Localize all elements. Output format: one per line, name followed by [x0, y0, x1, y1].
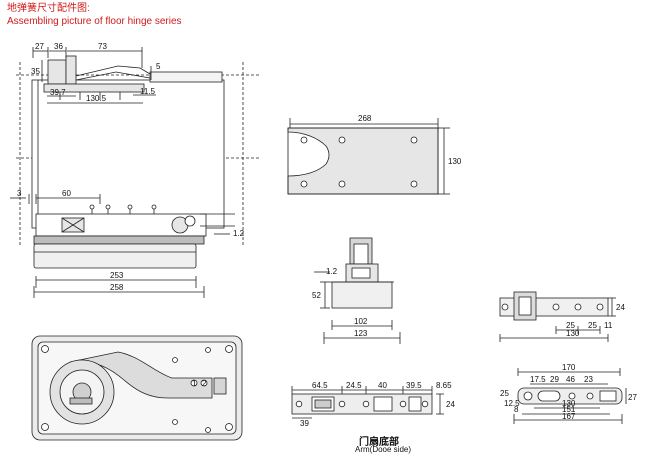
dim-1-2-bracket: 1.2: [326, 267, 338, 276]
dim-36: 36: [54, 42, 63, 51]
dim-11-5: 11.5: [140, 87, 156, 96]
dim-130-plate: 130: [448, 157, 462, 166]
dim-25-b: 25: [588, 321, 597, 330]
dim-151: 151: [562, 405, 576, 414]
label-2: 2: [202, 379, 207, 388]
cover-plate-view: [287, 118, 450, 195]
title-chinese: 地弹簧尺寸配件图:: [7, 3, 90, 14]
dim-130-top: 130: [566, 329, 580, 338]
dim-12-5: 12.5: [504, 399, 520, 408]
body-top-view: [31, 335, 243, 441]
dim-73: 73: [98, 42, 107, 51]
dim-25-a: 25: [566, 321, 575, 330]
dim-268: 268: [358, 114, 372, 123]
dim-29: 29: [550, 375, 559, 384]
dim-24-top: 24: [616, 303, 625, 312]
dim-39-5: 39.5: [406, 381, 422, 390]
caption-english: Arm(Dooe side): [355, 445, 412, 454]
dim-23: 23: [584, 375, 593, 384]
dim-24-arm: 24: [446, 400, 455, 409]
arm-plate-dims: 64.5 24.5 40 39.5 8.65 24 39: [300, 381, 455, 428]
bracket-top-dims: 24 25 25 11 130: [566, 303, 625, 338]
dim-170: 170: [562, 363, 576, 372]
bracket-top-view: [499, 291, 616, 342]
dim-130-5: 130.5: [86, 94, 107, 103]
body-top-labels: 1 2: [192, 379, 207, 388]
dim-102: 102: [354, 317, 368, 326]
dim-5: 5: [156, 62, 161, 71]
title-english: Assembling picture of floor hinge series: [7, 16, 182, 27]
dim-27: 27: [628, 393, 637, 402]
dim-130-side: 130: [562, 399, 576, 408]
bracket-front-view: [314, 237, 401, 344]
side-view-dims: 27 36 73 35 5 39.7 11.5 130.5: [31, 42, 161, 103]
dim-3: 3: [17, 189, 22, 198]
dim-39-7: 39.7: [50, 88, 66, 97]
arm-side-view: [513, 368, 627, 424]
dim-40: 40: [378, 381, 387, 390]
dim-11: 11: [604, 321, 613, 330]
dim-64-5: 64.5: [312, 381, 328, 390]
dim-258: 258: [110, 283, 124, 292]
dim-167: 167: [562, 412, 576, 421]
dim-8: 8: [514, 405, 519, 414]
dim-27: 27: [35, 42, 44, 51]
body-view-dims: 3 60 1.2 253 258: [17, 189, 245, 292]
caption-chinese: 门扇底部: [359, 437, 399, 448]
bracket-front-dims: 1.2 52 102 123: [312, 267, 368, 338]
dim-1-2: 1.2: [233, 229, 245, 238]
dim-52: 52: [312, 291, 321, 300]
dim-60: 60: [62, 189, 71, 198]
dim-46: 46: [566, 375, 575, 384]
arm-plate-view: [291, 386, 444, 419]
dim-24-5: 24.5: [346, 381, 362, 390]
dim-17-5: 17.5: [530, 375, 546, 384]
dim-8-65: 8.65: [436, 381, 452, 390]
label-1: 1: [192, 379, 197, 388]
dim-123: 123: [354, 329, 368, 338]
dim-253: 253: [110, 271, 124, 280]
cover-plate-dims: 268 130: [358, 114, 462, 166]
body-view: [10, 194, 235, 298]
side-view: [16, 47, 260, 245]
dim-39: 39: [300, 419, 309, 428]
dim-25-side: 25: [500, 389, 509, 398]
arm-side-dims: 170 17.5 29 46 23 25 12.5 27 130 8 151 1…: [500, 363, 637, 421]
dim-35: 35: [31, 67, 40, 76]
